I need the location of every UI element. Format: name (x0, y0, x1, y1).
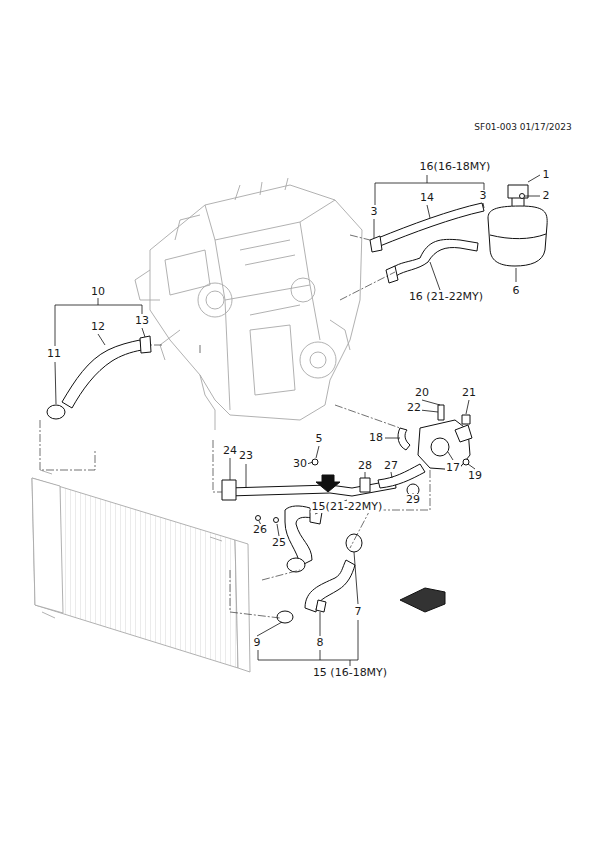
callout-number: 21 (461, 387, 477, 399)
callout-number: 25 (271, 537, 287, 549)
callout-number: 13 (134, 315, 150, 327)
callout-number: 8 (316, 637, 325, 649)
leader-lines (55, 175, 540, 666)
callout-number: 29 (405, 494, 421, 506)
callout-number: 3 (370, 206, 379, 218)
callout-number: 7 (354, 606, 363, 618)
callout-number: 24 (222, 445, 238, 457)
callout-number: 3 (479, 190, 488, 202)
callout-number: 30 (292, 458, 308, 470)
callout-number: 20 (414, 387, 430, 399)
callout-number: 14 (419, 192, 435, 204)
hoses (47, 185, 547, 623)
drawing-code: SF01-003 01/17/2023 (473, 121, 573, 133)
callout-number: 9 (253, 637, 262, 649)
callout-number: 5 (315, 433, 324, 445)
callout-number: 22 (406, 402, 422, 414)
callout-number: 16 (21-22MY) (408, 291, 484, 303)
callout-number: 17 (445, 462, 461, 474)
association-lines (40, 235, 430, 618)
callout-number: 27 (383, 460, 399, 472)
callout-number: 11 (46, 348, 62, 360)
radiator (32, 470, 250, 672)
callout-number: 6 (512, 285, 521, 297)
callout-number: 18 (368, 432, 384, 444)
engine (135, 178, 362, 430)
callout-number: 15(21-22MY) (311, 501, 384, 513)
callout-number: 19 (467, 470, 483, 482)
callout-number: 12 (90, 321, 106, 333)
callout-number: 26 (252, 524, 268, 536)
callout-number: 10 (90, 286, 106, 298)
callout-number: 2 (542, 190, 551, 202)
callout-number: 23 (238, 450, 254, 462)
callout-number: 15 (16-18MY) (312, 667, 388, 679)
callout-number: 1 (542, 169, 551, 181)
callout-number: 16(16-18MY) (419, 161, 492, 173)
callout-number: 28 (357, 460, 373, 472)
